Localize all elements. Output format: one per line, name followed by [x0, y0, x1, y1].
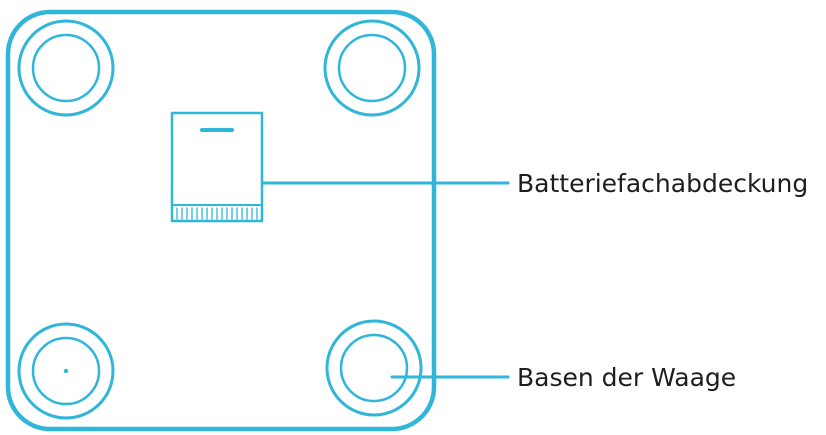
scale-foot-bottom-right: [325, 319, 423, 417]
scale-foot-top-right: [323, 19, 421, 117]
scale-feet-label: Basen der Waage: [517, 363, 736, 392]
battery-cover-label: Batteriefachabdeckung: [517, 169, 808, 198]
scale-foot-top-left: [17, 19, 115, 117]
battery-cover-grip-ridges: [176, 207, 258, 220]
battery-cover: [170, 111, 264, 223]
scale-foot-bottom-left: [17, 322, 115, 420]
scale-body-outline: [5, 9, 437, 432]
